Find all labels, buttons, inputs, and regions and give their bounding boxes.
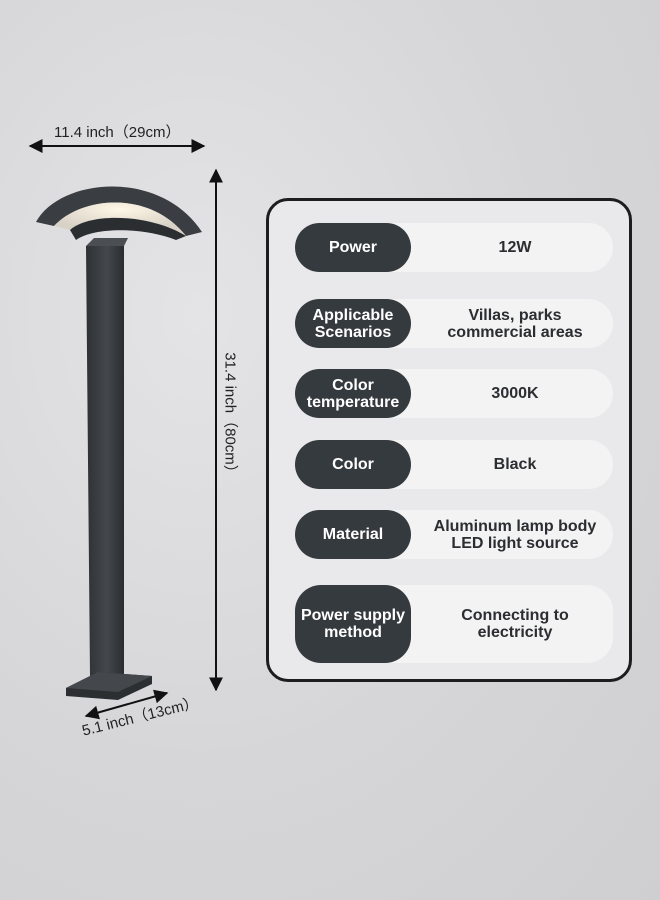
spec-label: Applicable Scenarios [295, 299, 411, 348]
base-arrow [84, 689, 169, 720]
spec-row-color: Black Color [295, 440, 613, 489]
spec-row-color-temperature: 3000K Color temperature [295, 369, 613, 418]
spec-row-scenarios: Villas, parks commercial areas Applicabl… [295, 299, 613, 348]
lamp-head-shell [36, 186, 202, 236]
spec-label: Power supply method [295, 585, 411, 663]
lamp-light-diffuser [54, 202, 186, 236]
height-dimension-label: 31.4 inch（80cm） [221, 352, 239, 480]
spec-label: Material [295, 510, 411, 559]
spec-row-material: Aluminum lamp body LED light source Mate… [295, 510, 613, 559]
spec-label: Color temperature [295, 369, 411, 418]
lamp-head-underside [70, 217, 186, 240]
spec-card: 12W Power Villas, parks commercial areas… [266, 198, 632, 682]
spec-row-power-supply: Connecting to electricity Power supply m… [295, 585, 613, 663]
spec-label: Power [295, 223, 411, 272]
lamp-pole [86, 246, 124, 676]
spec-row-power: 12W Power [295, 223, 613, 272]
width-dimension-label: 11.4 inch（29cm） [54, 124, 181, 141]
spec-label: Color [295, 440, 411, 489]
